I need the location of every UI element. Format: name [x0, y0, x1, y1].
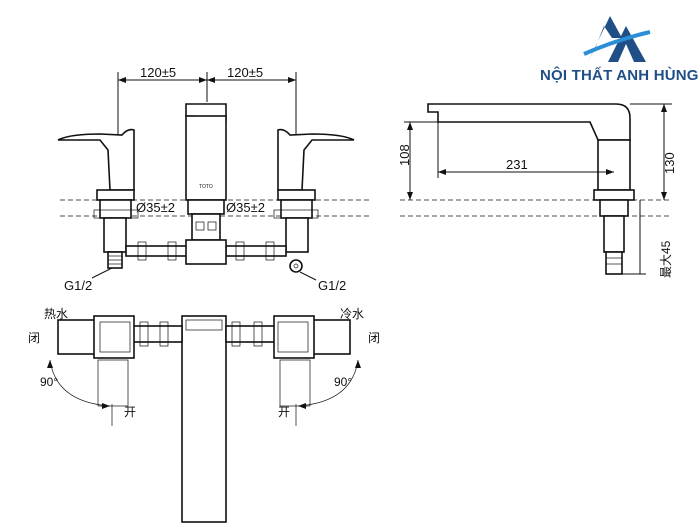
brand-name: NỘI THẤT ANH HÙNG	[540, 67, 699, 84]
svg-text:TOTO: TOTO	[199, 184, 213, 190]
thread-right-label: G1/2	[318, 278, 346, 293]
dia-left-label: Ø35±2	[136, 200, 175, 215]
max-depth-label: 最大45	[659, 240, 673, 278]
side-view: 108 231 130 最大45	[397, 103, 677, 278]
close-left-label: 闭	[28, 331, 40, 345]
dim-right-label: 120±5	[227, 65, 263, 80]
thread-left-label: G1/2	[64, 278, 92, 293]
height-spout-label: 108	[397, 144, 412, 166]
top-view: 热水 闭 90° 开 冷水 闭 90° 开	[28, 307, 380, 523]
hot-label: 热水	[44, 307, 68, 321]
open-right-label: 开	[278, 405, 290, 419]
angle-left-label: 90°	[40, 375, 58, 389]
reach-label: 231	[506, 157, 528, 172]
total-height-label: 130	[662, 152, 677, 174]
close-right-label: 闭	[368, 331, 380, 345]
cold-label: 冷水	[340, 307, 364, 321]
brand-logo-icon	[583, 16, 651, 62]
open-left-label: 开	[124, 405, 136, 419]
front-view: 120±5 120±5 TOTO	[57, 65, 370, 293]
dim-left-label: 120±5	[140, 65, 176, 80]
dia-right-label: Ø35±2	[226, 200, 265, 215]
